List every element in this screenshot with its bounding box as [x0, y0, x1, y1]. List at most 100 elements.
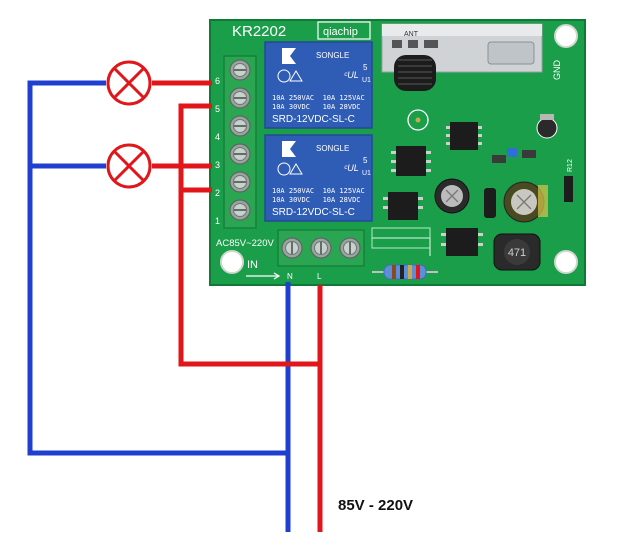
- ic-chip: [391, 146, 431, 176]
- terminal-number-6: 6: [215, 76, 220, 86]
- resistor-band: [400, 265, 404, 279]
- smd-led: [507, 148, 517, 157]
- diode: [564, 176, 573, 202]
- neutral-wire: [27, 80, 291, 532]
- ic-body: [446, 228, 478, 256]
- ic-pin: [478, 243, 483, 246]
- relay-2-unit: U1: [362, 170, 371, 177]
- relay-2-rating-1: 10A 250VAC 10A 125VAC: [272, 187, 365, 195]
- ic-pin: [391, 151, 396, 154]
- mounting-hole: [220, 250, 244, 274]
- mounting-hole: [554, 250, 578, 274]
- ic-pin: [446, 126, 450, 129]
- ic-pin: [426, 151, 431, 154]
- ic-pin: [426, 160, 431, 163]
- terminal-screw: [229, 115, 251, 137]
- relay-2-number: 5: [363, 156, 368, 165]
- ic-pin: [446, 134, 450, 137]
- capacitor: [434, 178, 470, 214]
- capacitor: [503, 181, 548, 223]
- rf-chip: [408, 40, 418, 48]
- relay-1-brand: SONGLE: [316, 51, 349, 60]
- capacitor-vent: [445, 189, 459, 203]
- terminal-screw: [310, 237, 332, 259]
- terminal-number-4: 4: [215, 132, 220, 142]
- lamp-2-cross: [113, 150, 145, 182]
- rf-chip: [392, 40, 402, 48]
- neutral-wire-trunk: [27, 80, 288, 456]
- relay-1-unit: U1: [362, 77, 371, 84]
- relay-1-logo: [282, 48, 296, 64]
- resistor-ref-label: R12: [567, 159, 574, 172]
- ic-pin: [391, 169, 396, 172]
- board-brand-label: qiachip: [323, 26, 358, 38]
- line-wire: [152, 80, 323, 532]
- relay-1-rating-2: 10A 30VDC 10A 28VDC: [272, 103, 361, 111]
- rf-module-top: [382, 24, 542, 36]
- ic-pin: [441, 233, 446, 236]
- smd-component: [492, 155, 506, 163]
- terminal-block-body: [223, 55, 257, 229]
- relay-2-ul-mark: ᶜUL: [344, 163, 359, 173]
- relay-2-logo: [282, 141, 296, 157]
- ic-chip: [441, 228, 483, 256]
- relay-2-warning-mark: [289, 163, 303, 175]
- relay-1-warning-mark: [289, 70, 303, 82]
- input-label: IN: [247, 259, 258, 271]
- relay-1-cert-mark: [277, 69, 291, 83]
- inductor-top: [504, 239, 530, 265]
- supply-voltage-label: 85V - 220V: [338, 497, 413, 514]
- button-pin: [540, 114, 554, 120]
- brand-box: [317, 21, 371, 40]
- terminal-screw: [229, 87, 251, 109]
- lamp-1-cross: [113, 67, 145, 99]
- terminal-number-2: 2: [215, 188, 220, 198]
- relay-2-cert-mark: [277, 162, 291, 176]
- relay-1-rating-1: 10A 250VAC 10A 125VAC: [272, 94, 365, 102]
- relay-2: SONGLE ᶜUL 5 U1 10A 250VAC 10A 125VAC 10…: [264, 134, 373, 222]
- relay-1: SONGLE ᶜUL 5 U1 10A 250VAC 10A 125VAC 10…: [264, 41, 373, 129]
- capacitor-vent: [516, 194, 532, 210]
- line-wire-common: [178, 103, 320, 367]
- lamp-2-icon: [106, 143, 152, 189]
- via: [415, 117, 421, 123]
- ic-pin: [478, 134, 482, 137]
- ic-pin: [426, 169, 431, 172]
- terminal-number-5: 5: [215, 104, 220, 114]
- ic-pin: [446, 142, 450, 145]
- relay-2-rating-2: 10A 30VDC 10A 28VDC: [272, 196, 361, 204]
- ic-pin: [383, 206, 388, 209]
- inductor: 471: [493, 233, 541, 271]
- output-terminal-block: 6 5 4 3 2 1: [215, 55, 257, 229]
- relay-2-brand: SONGLE: [316, 144, 349, 153]
- ic-body: [450, 122, 478, 150]
- input-line-mark: L: [317, 272, 322, 281]
- ground-label: GND: [552, 60, 562, 81]
- ic-pin: [418, 206, 423, 209]
- inductor-label: 471: [508, 247, 526, 259]
- ic-pin: [478, 126, 482, 129]
- relay-1-model: SRD-12VDC-SL-C: [272, 114, 355, 125]
- terminal-screw: [229, 199, 251, 221]
- ic-pin: [391, 160, 396, 163]
- input-arrow-head: [273, 272, 281, 280]
- terminal-number-1: 1: [215, 216, 220, 226]
- ic-body: [396, 146, 426, 176]
- board-model-label: KR2202: [232, 23, 286, 40]
- input-terminal-block: AC85V~220V IN N L: [216, 229, 365, 281]
- resistor: [372, 264, 438, 280]
- antenna-coil: [394, 55, 436, 91]
- resistor-band: [416, 265, 420, 279]
- input-voltage-label: AC85V~220V: [216, 238, 274, 249]
- crystal: [487, 41, 535, 65]
- ic-chip: [383, 192, 423, 220]
- capacitor-stripe: [538, 185, 548, 217]
- mounting-hole: [554, 24, 578, 48]
- transistor: [484, 188, 496, 218]
- input-neutral-mark: N: [287, 272, 293, 281]
- terminal-screw: [229, 143, 251, 165]
- ic-pin: [383, 197, 388, 200]
- ic-pin: [478, 142, 482, 145]
